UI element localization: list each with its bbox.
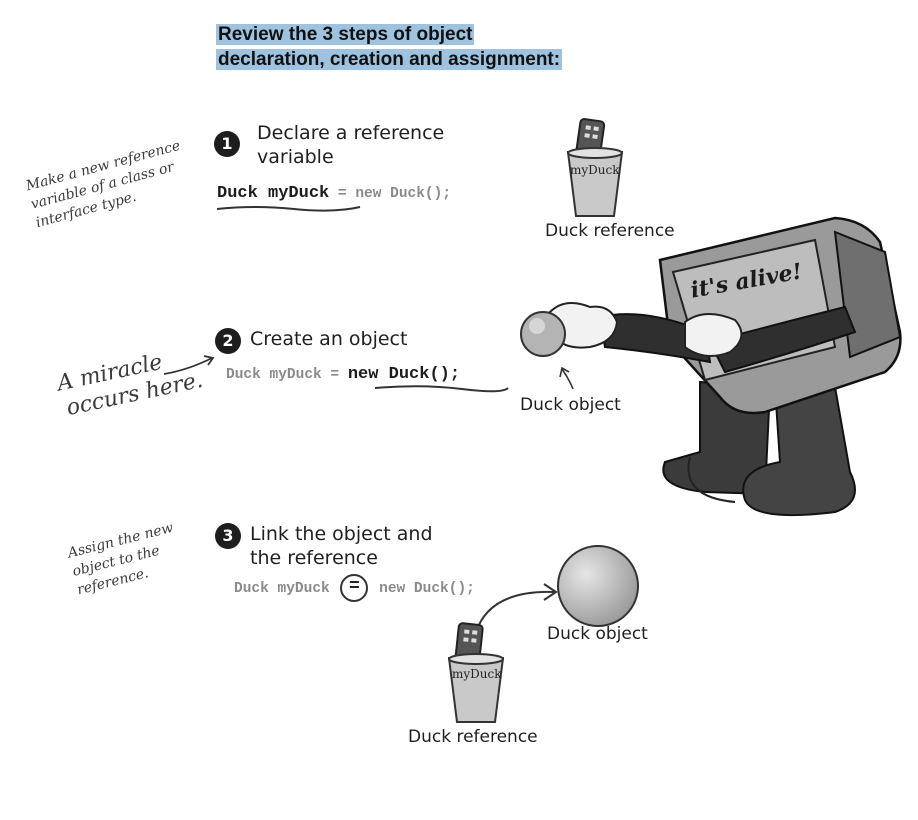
step-3-heading-line-1: Link the object and [250, 523, 433, 545]
step-2-object-arrow-icon [559, 366, 574, 390]
step-1-heading-line-1: Declare a reference [257, 122, 445, 144]
step-3-duck-object-icon [557, 545, 639, 627]
step-1-badge: 1 [214, 131, 240, 157]
step-3-code-rest: new Duck(); [379, 580, 475, 597]
step-3-side-note: Assign the new object to the reference. [66, 519, 185, 600]
step-3-code-equals: = [340, 574, 369, 602]
step-3-remote-label: myDuck [452, 667, 502, 681]
step-2-heading: Create an object [250, 328, 408, 350]
step-1-reference-label: Duck reference [545, 221, 675, 241]
step-3-remote-cup-icon [447, 622, 505, 723]
step-2-underline [374, 385, 509, 393]
title-line-1: Review the 3 steps of object [216, 24, 475, 45]
step-2-object-label: Duck object [520, 395, 621, 415]
page-title: Review the 3 steps of object declaration… [216, 22, 563, 72]
step-2-code-prefix: Duck myDuck = [226, 367, 340, 383]
step-3-link-arrow-icon [475, 583, 558, 633]
step-3-object-label: Duck object [547, 624, 648, 644]
title-line-2: declaration, creation and assignment: [216, 49, 563, 70]
step-2-code-created: new Duck(); [347, 365, 461, 384]
step-3-heading: Link the object and the reference [250, 522, 433, 570]
step-2-code: Duck myDuck = new Duck(); [226, 365, 460, 384]
step-1-side-note: Make a new reference variable of a class… [24, 137, 192, 233]
step-1-remote-cup-icon [566, 118, 624, 217]
step-1-heading: Declare a reference variable [257, 121, 444, 169]
step-1-underline [216, 206, 361, 212]
step-3-reference-label: Duck reference [408, 727, 538, 747]
step-3-badge: 3 [215, 523, 241, 549]
step-1-heading-line-2: variable [257, 146, 334, 168]
step-1-code-declared: Duck myDuck [217, 184, 330, 203]
step-3-heading-line-2: the reference [250, 547, 378, 569]
step-2-badge: 2 [215, 328, 241, 354]
step-3-code-prefix: Duck myDuck [234, 580, 330, 597]
step-1-remote-label: myDuck [570, 163, 620, 177]
monitor-creature-illustration: it's alive! [520, 216, 902, 517]
step-1-code: Duck myDuck = new Duck(); [217, 184, 451, 203]
step-2-note-arrow-icon [163, 355, 215, 375]
step-3-code: Duck myDuck = new Duck(); [234, 574, 475, 602]
step-1-code-rest: = new Duck(); [337, 186, 452, 202]
